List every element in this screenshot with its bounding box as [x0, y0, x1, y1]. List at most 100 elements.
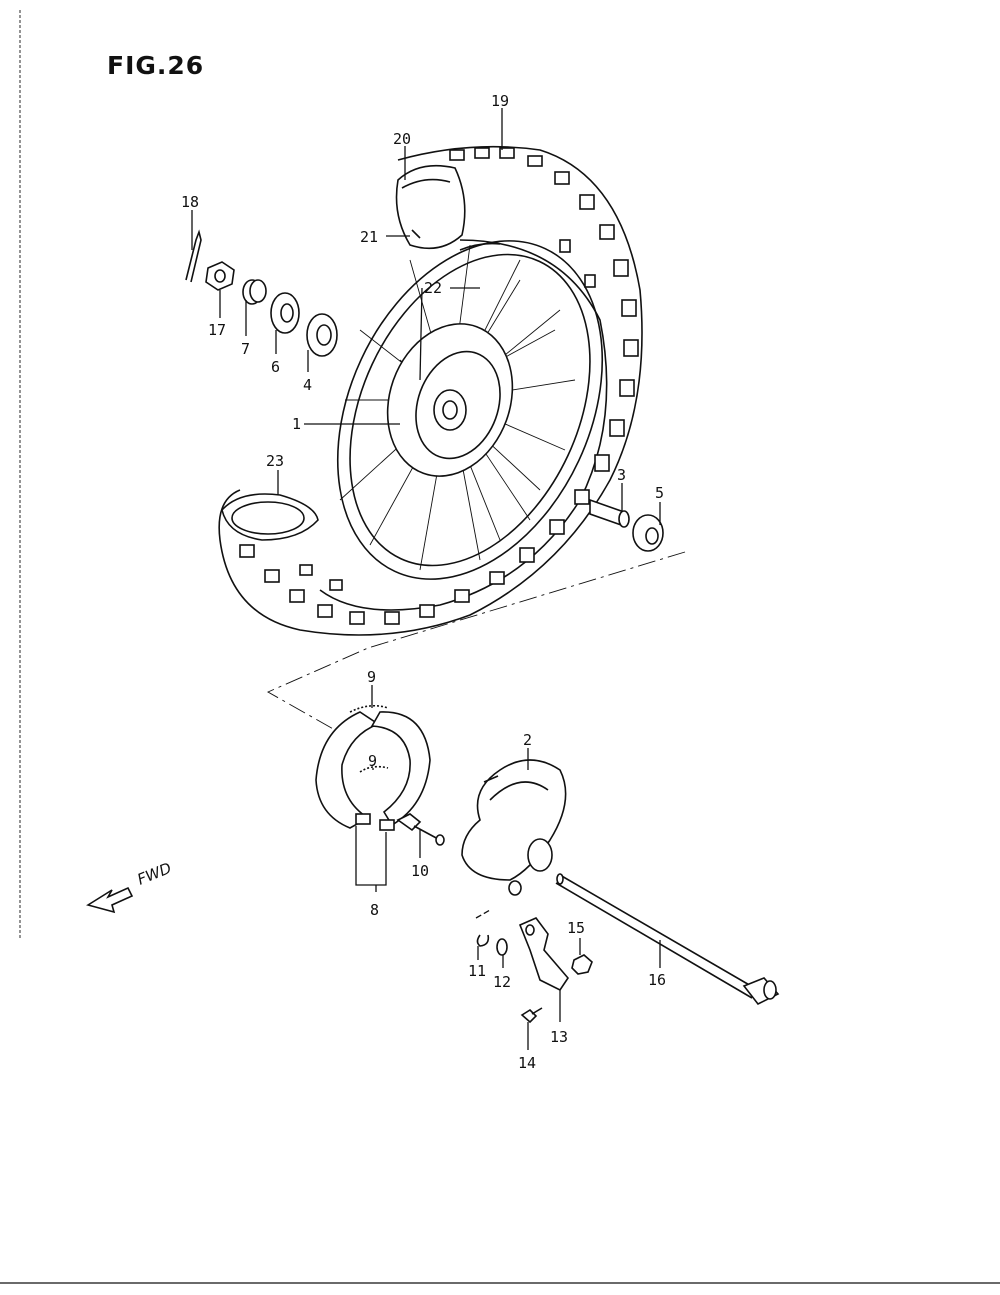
callout-7: 7	[241, 340, 250, 358]
brake-cam-end	[435, 834, 445, 846]
wheel-assembly	[218, 145, 643, 636]
castle-nut-hole	[214, 269, 226, 283]
axle-head-end	[763, 980, 777, 1000]
tread-block	[454, 589, 470, 603]
tread-block	[329, 579, 343, 591]
callout-11: 11	[468, 962, 486, 980]
callout-6: 6	[271, 358, 280, 376]
brake-panel-stud	[483, 775, 499, 783]
bolt-part	[520, 1007, 543, 1024]
tread-block	[527, 155, 543, 167]
shoe-tab	[355, 813, 371, 825]
tread-block	[239, 544, 255, 558]
callout-labels: 19 20 18 21 22 17 7 6 4 1 23 3 5 9 9 8 1…	[181, 92, 666, 1072]
forward-arrow-icon	[86, 886, 134, 914]
callout-1: 1	[292, 415, 301, 433]
brake-panel-pin	[508, 880, 522, 896]
callout-21: 21	[360, 228, 378, 246]
leader-lines	[191, 108, 661, 1050]
brake-arm-part	[518, 917, 570, 992]
tire-outline	[218, 145, 643, 636]
tread-block	[317, 604, 333, 618]
axle-shaft-top	[559, 874, 759, 991]
inner-tube-top	[395, 164, 466, 250]
tread-block	[549, 519, 565, 535]
bearing-right-icon	[632, 514, 664, 552]
shoe-tab	[379, 819, 395, 831]
spring-upper	[349, 704, 389, 713]
forward-label: FWD	[135, 859, 174, 889]
cotter-pin-part	[185, 229, 202, 283]
callout-16: 16	[648, 971, 666, 989]
tread-block	[613, 259, 629, 277]
tread-block	[574, 489, 590, 505]
brake-panel-part	[461, 759, 567, 896]
brake-shoe-rear	[370, 711, 431, 827]
tread-block	[349, 611, 365, 625]
callout-2: 2	[523, 731, 532, 749]
circlip-icon	[476, 934, 490, 947]
callout-9-lower: 9	[368, 752, 377, 770]
inner-tube-top-edge	[401, 178, 451, 189]
leader-panel-dash	[475, 909, 491, 919]
tread-block	[609, 419, 625, 437]
castle-nut-icon	[205, 261, 235, 291]
hub-center	[442, 400, 458, 420]
forward-direction-indicator: FWD	[86, 859, 174, 914]
tread-block	[474, 147, 490, 159]
nut-icon	[571, 954, 593, 975]
brake-panel-boss	[527, 838, 553, 872]
bolt-head	[520, 1008, 538, 1024]
bearing-right-bore	[645, 527, 659, 545]
callout-14: 14	[518, 1054, 536, 1072]
bearing-bore	[316, 324, 332, 346]
rim-outer	[336, 240, 604, 580]
callout-18: 18	[181, 193, 199, 211]
tread-block	[623, 339, 639, 357]
rim-band	[459, 242, 501, 251]
tread-block	[554, 171, 570, 185]
bearing-right-part	[632, 514, 664, 552]
tread-block	[419, 604, 435, 618]
callout-13: 13	[550, 1028, 568, 1046]
oil-seal-part	[270, 292, 300, 334]
callout-4: 4	[303, 376, 312, 394]
brake-shoe-front	[315, 711, 380, 829]
callout-20: 20	[393, 130, 411, 148]
cotter-pin-icon	[185, 229, 202, 283]
callout-22: 22	[424, 279, 442, 297]
washer-icon	[496, 938, 508, 956]
brake-arm-hole	[525, 924, 535, 936]
axis-centerline	[266, 551, 686, 731]
leader-22	[419, 287, 423, 381]
collar-icon-end	[249, 279, 267, 303]
valve-stem	[411, 229, 421, 239]
callout-15: 15	[567, 919, 585, 937]
tread-block	[519, 547, 535, 563]
tread-block	[289, 589, 305, 603]
callout-10: 10	[411, 862, 429, 880]
bearing-left-part	[306, 313, 338, 357]
figure-title: FIG.26	[107, 51, 204, 80]
axle-part	[555, 873, 780, 1006]
callout-9-upper: 9	[367, 668, 376, 686]
callout-8: 8	[370, 901, 379, 919]
tread-block	[619, 379, 635, 397]
callout-12: 12	[493, 973, 511, 991]
axle-nut-part	[205, 261, 235, 291]
brake-shoe-set	[315, 704, 431, 831]
axle-tip	[556, 873, 564, 885]
brake-panel-rib	[489, 781, 549, 801]
collar-part	[242, 279, 267, 305]
callout-23: 23	[266, 452, 284, 470]
brake-cam-part	[396, 813, 445, 846]
oil-seal-icon	[270, 292, 300, 334]
tread-block	[559, 239, 571, 253]
tread-block	[449, 149, 465, 161]
tread-block	[299, 564, 313, 576]
callout-3: 3	[617, 466, 626, 484]
inner-tube-bottom-opening	[231, 501, 305, 535]
oil-seal-bore	[280, 303, 294, 323]
tread-block	[264, 569, 280, 583]
